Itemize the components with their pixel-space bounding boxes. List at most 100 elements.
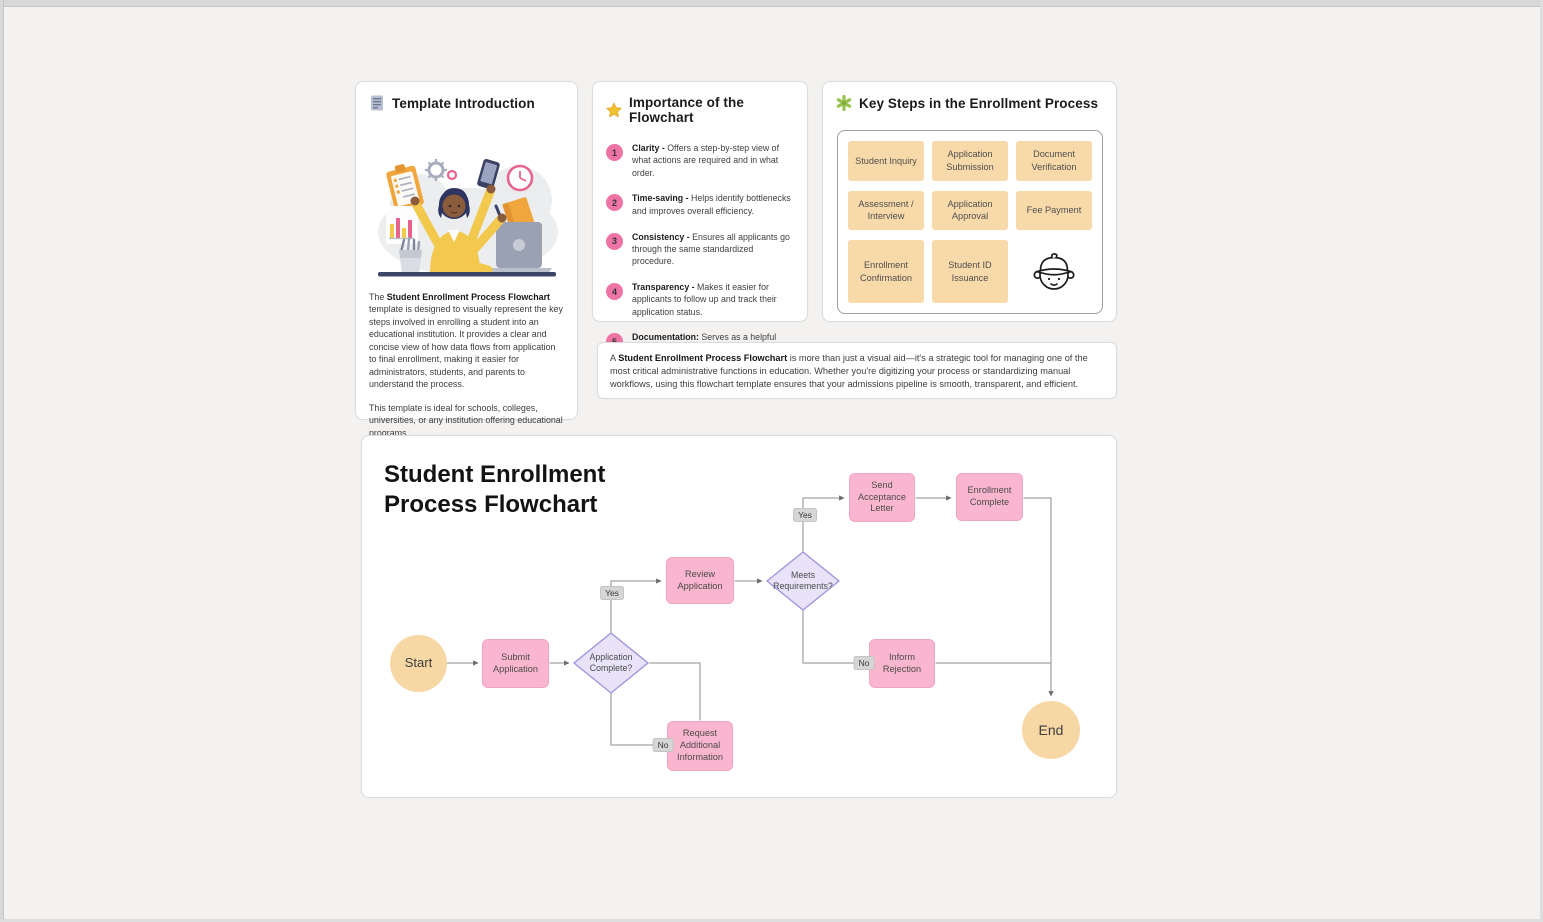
step-box[interactable]: Application Submission	[932, 141, 1008, 181]
window-frame-right	[1540, 0, 1543, 922]
item-body: Offers a step-by-step view of what actio…	[632, 143, 780, 178]
node-label: Review Application	[677, 568, 723, 591]
step-label: Student ID Issuance	[948, 260, 992, 283]
key-steps-card[interactable]: Key Steps in the Enrollment Process Stud…	[822, 81, 1117, 322]
no-label-badge[interactable]: No	[853, 656, 875, 670]
item-lead: Time-saving -	[632, 193, 689, 204]
step-label: Student Inquiry	[855, 155, 917, 166]
list-item: 1 Clarity - Offers a step-by-step view o…	[606, 142, 797, 179]
step-box[interactable]: Document Verification	[1016, 141, 1092, 181]
yes-label-badge[interactable]: Yes	[600, 586, 624, 600]
application-complete-label: Application Complete?	[589, 652, 633, 673]
window-frame-bottom	[0, 919, 1543, 922]
connector-d1-request-no	[610, 693, 663, 748]
item-number-badge: 1	[606, 144, 623, 161]
connector-enroll-end	[1023, 497, 1054, 697]
item-text: Clarity - Offers a step-by-step view of …	[632, 142, 797, 179]
node-label: Inform Rejection	[882, 651, 922, 674]
intro-paragraph-2: This template is ideal for schools, coll…	[369, 402, 563, 438]
step-label: Document Verification	[1031, 149, 1077, 172]
decision-meets-requirements[interactable]	[766, 551, 840, 611]
asterisk-icon	[836, 95, 852, 111]
item-lead: Clarity -	[632, 143, 665, 153]
node-label: Send Acceptance Letter	[857, 479, 906, 514]
card-title: Template Introduction	[392, 95, 535, 111]
card-title: Importance of the Flowchart	[629, 95, 744, 125]
key-steps-grid: Student Inquiry Application Submission D…	[837, 130, 1103, 314]
list-item: 2 Time-saving - Helps identify bottlenec…	[606, 192, 797, 217]
item-lead: Documentation:	[632, 332, 699, 343]
intro-p1-post: template is designed to visually represe…	[369, 304, 563, 390]
decision-application-complete[interactable]	[573, 632, 649, 694]
node-label: Enrollment Complete	[967, 485, 1012, 507]
step-box[interactable]: Fee Payment	[1016, 190, 1092, 231]
node-label: Start	[404, 655, 433, 671]
step-box[interactable]: Enrollment Confirmation	[848, 240, 924, 303]
star-icon	[606, 102, 622, 118]
submit-application-node[interactable]: Submit Application	[482, 639, 549, 688]
item-lead: Consistency -	[632, 231, 690, 242]
item-lead: Transparency -	[632, 282, 695, 292]
no-label-badge[interactable]: No	[652, 738, 674, 752]
start-node[interactable]: Start	[390, 635, 447, 692]
step-box[interactable]: Student ID Issuance	[932, 240, 1008, 303]
note-paragraph: A Student Enrollment Process Flowchart i…	[610, 352, 1104, 391]
node-label: End	[1038, 721, 1064, 738]
student-face-icon	[1016, 240, 1092, 303]
node-label: Submit Application	[493, 651, 538, 674]
window-frame-top	[0, 0, 1543, 7]
flowchart-card[interactable]: Student Enrollment Process Flowchart Sta…	[361, 435, 1117, 798]
item-body: Ensures all applicants go through the sa…	[632, 231, 790, 267]
note-pre: A	[610, 353, 619, 363]
connector-d2-send-yes	[802, 495, 845, 552]
connector-d1-review-yes	[610, 578, 662, 633]
note-post: is more than just a visual aid—it's a st…	[610, 353, 1088, 390]
list-item: 3 Consistency - Ensures all applicants g…	[606, 231, 797, 268]
flowchart-title: Student Enrollment Process Flowchart	[384, 461, 606, 518]
card-header: Importance of the Flowchart	[593, 82, 807, 125]
item-number-badge: 3	[606, 232, 623, 250]
connector-request-d1-loop	[649, 662, 701, 721]
step-box[interactable]: Application Approval	[932, 190, 1008, 231]
flowchart-connectors	[446, 495, 1054, 748]
list-item: 4 Transparency - Makes it easier for app…	[606, 281, 797, 318]
item-body: Makes it easier for applicants to follow…	[632, 282, 777, 317]
importance-card[interactable]: Importance of the Flowchart 1 Clarity - …	[592, 81, 808, 355]
intro-paragraph-1: The Student Enrollment Process Flowchart…	[369, 291, 564, 391]
intro-p1-bold: Student Enrollment Process Flowchart	[386, 292, 550, 302]
review-application-node[interactable]: Review Application	[666, 557, 734, 604]
item-number-badge: 2	[606, 194, 623, 212]
step-box[interactable]: Assessment / Interview	[848, 190, 924, 231]
step-box[interactable]: Student Inquiry	[848, 141, 924, 181]
request-additional-information-node[interactable]: Request Additional Information	[667, 721, 733, 771]
card-header: Key Steps in the Enrollment Process	[823, 82, 1116, 111]
importance-list: 1 Clarity - Offers a step-by-step view o…	[593, 125, 807, 356]
node-label: Request Additional Information	[677, 728, 723, 762]
item-text: Time-saving - Helps identify bottlenecks…	[632, 192, 797, 217]
step-label: Assessment / Interview	[858, 198, 914, 222]
inform-rejection-node[interactable]: Inform Rejection	[869, 639, 935, 688]
yes-label-badge[interactable]: Yes	[793, 508, 817, 522]
card-header: Template Introduction	[356, 82, 577, 111]
item-text: Transparency - Makes it easier for appli…	[632, 281, 797, 318]
note-bold: Student Enrollment Process Flowchart	[618, 353, 788, 363]
step-label: Fee Payment	[1026, 205, 1082, 216]
multitasking-illustration	[368, 148, 566, 280]
window-frame-left	[0, 0, 4, 922]
connector-d2-inform-no	[802, 610, 865, 666]
intro-p1-pre: The	[369, 292, 387, 302]
item-body: Helps identify bottlenecks and improves …	[632, 193, 791, 216]
summary-note-box[interactable]: A Student Enrollment Process Flowchart i…	[597, 342, 1117, 399]
card-title: Key Steps in the Enrollment Process	[859, 95, 1099, 111]
step-label: Enrollment Confirmation	[859, 260, 913, 283]
item-text: Consistency - Ensures all applicants go …	[632, 231, 797, 268]
send-acceptance-letter-node[interactable]: Send Acceptance Letter	[849, 473, 915, 522]
item-number-badge: 4	[606, 283, 623, 300]
template-introduction-card[interactable]: Template Introduction	[355, 81, 578, 438]
enrollment-complete-node[interactable]: Enrollment Complete	[956, 473, 1023, 521]
end-node[interactable]: End	[1022, 701, 1080, 759]
receipt-icon	[369, 95, 385, 111]
step-label: Application Submission	[946, 149, 994, 172]
meets-requirements-label: Meets Requirements?	[773, 570, 833, 591]
step-label: Application Approval	[947, 198, 993, 222]
